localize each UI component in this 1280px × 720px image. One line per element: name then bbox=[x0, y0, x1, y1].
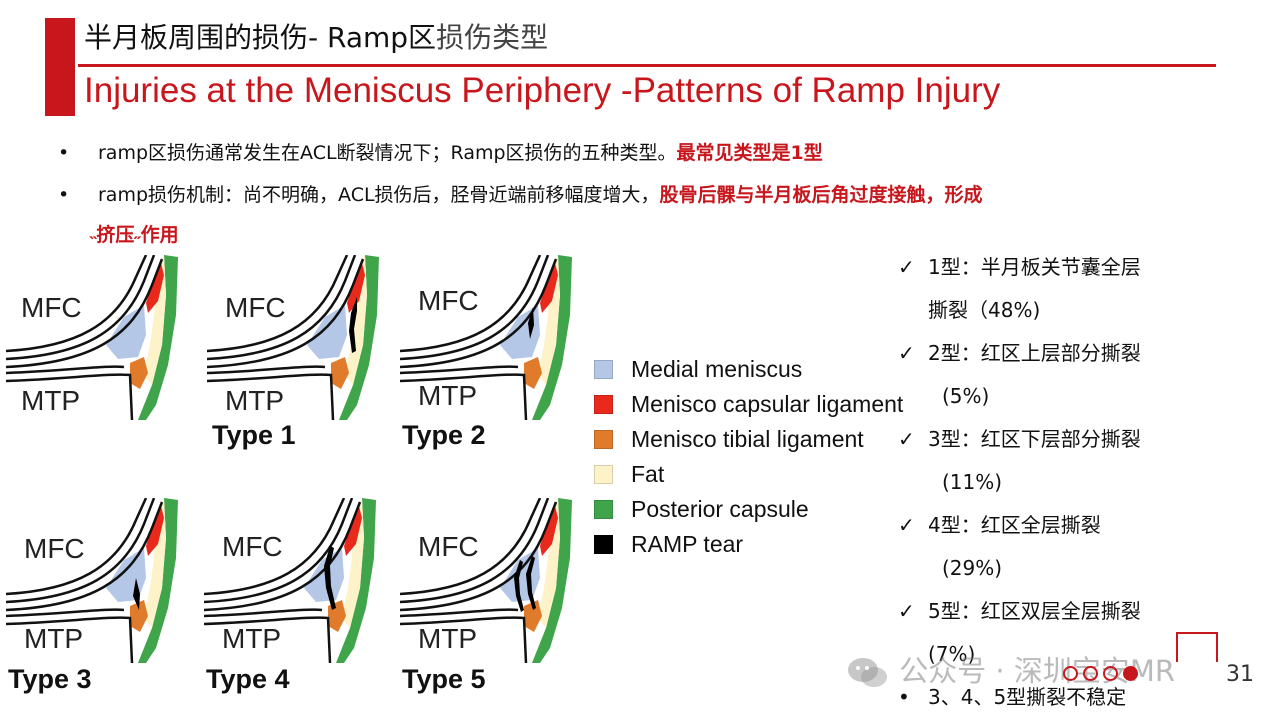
bullet-2-highlight: 股骨后髁与半月板后角过度接触，形成 bbox=[659, 184, 983, 206]
diagram-6-mtp-label: MTP bbox=[418, 623, 477, 654]
type-2-cont: (5%) bbox=[942, 384, 990, 408]
type-4-cont: (29%) bbox=[942, 556, 1003, 580]
legend-item-ramp-tear: RAMP tear bbox=[594, 527, 903, 562]
diagram-type-4: MFC MTP bbox=[204, 498, 376, 663]
type-1-label: Type 1 bbox=[212, 420, 296, 450]
type-1-desc: 1型：半月板关节囊全层 bbox=[928, 255, 1141, 279]
bullet-1-highlight: 最常见类型是1型 bbox=[676, 142, 823, 164]
type-4-desc: 4型：红区全层撕裂 bbox=[928, 513, 1101, 537]
diagram-unlabeled: MFC MTP bbox=[6, 255, 178, 420]
type-5-label: Type 5 bbox=[402, 664, 486, 694]
diagram-3-mfc-label: MFC bbox=[418, 285, 479, 316]
legend-label: Menisco capsular ligament bbox=[631, 391, 904, 417]
legend-item-posterior-capsule: Posterior capsule bbox=[594, 492, 903, 527]
bullet-item-2: ramp损伤机制：尚不明确，ACL损伤后，胫骨近端前移幅度增大，股骨后髁与半月板… bbox=[58, 174, 1228, 254]
diagram-type-5: MFC MTP bbox=[400, 498, 572, 663]
wechat-icon bbox=[848, 658, 887, 687]
diagram-type-1: MFC MTP bbox=[207, 255, 379, 420]
type-2-label: Type 2 bbox=[402, 420, 486, 450]
legend-swatch bbox=[594, 395, 613, 414]
diagram-5-mtp-label: MTP bbox=[222, 623, 281, 654]
type-2-line: ✓ 2型：红区上层部分撕裂 bbox=[898, 332, 1228, 375]
diagram-type-3: MFC MTP bbox=[6, 498, 178, 663]
nav-dot-active bbox=[1123, 666, 1138, 681]
title-divider bbox=[78, 64, 1216, 67]
nav-dot bbox=[1063, 666, 1078, 681]
check-icon: ✓ bbox=[898, 513, 915, 537]
nav-dot bbox=[1103, 666, 1118, 681]
slide-nav-dots bbox=[1063, 666, 1138, 681]
check-icon: ✓ bbox=[898, 427, 915, 451]
diagram-1-mfc-label: MFC bbox=[21, 292, 82, 323]
instability-note: • 3、4、5型撕裂不稳定 bbox=[898, 676, 1228, 719]
legend-swatch bbox=[594, 430, 613, 449]
legend-label: RAMP tear bbox=[631, 531, 744, 557]
diagram-type-2: MFC MTP bbox=[400, 255, 572, 420]
check-icon: ✓ bbox=[898, 599, 915, 623]
type-3-cont: (11%) bbox=[942, 470, 1003, 494]
type-1-line: ✓ 1型：半月板关节囊全层 bbox=[898, 246, 1228, 289]
diagram-2-mtp-label: MTP bbox=[225, 385, 284, 416]
check-icon: ✓ bbox=[898, 255, 915, 279]
legend-swatch bbox=[594, 500, 613, 519]
type-4-line: ✓ 4型：红区全层撕裂 bbox=[898, 504, 1228, 547]
legend-item-menisco-capsular: Menisco capsular ligament bbox=[594, 387, 903, 422]
ramp-tear-mark bbox=[528, 307, 534, 339]
nav-dot bbox=[1083, 666, 1098, 681]
title-cn-main: 半月板周围的损伤- Ramp区 bbox=[84, 21, 437, 54]
legend-item-menisco-tibial: Menisco tibial ligament bbox=[594, 422, 903, 457]
legend-label: Posterior capsule bbox=[631, 496, 809, 522]
legend-swatch bbox=[594, 360, 613, 379]
type-5-desc: 5型：红区双层全层撕裂 bbox=[928, 599, 1141, 623]
bullet-list: ramp区损伤通常发生在ACL断裂情况下；Ramp区损伤的五种类型。最常见类型是… bbox=[58, 132, 1228, 254]
bullet-item-1: ramp区损伤通常发生在ACL断裂情况下；Ramp区损伤的五种类型。最常见类型是… bbox=[58, 132, 1228, 174]
legend-label: Fat bbox=[631, 461, 665, 487]
type-3-desc: 3型：红区下层部分撕裂 bbox=[928, 427, 1141, 451]
type-3-line: ✓ 3型：红区下层部分撕裂 bbox=[898, 418, 1228, 461]
bullet-dot: • bbox=[898, 685, 910, 709]
ramp-type-list: ✓ 1型：半月板关节囊全层 撕裂（48%) ✓ 2型：红区上层部分撕裂 (5%) ✓… bbox=[898, 246, 1228, 719]
ramp-tear-mark bbox=[324, 546, 336, 610]
legend-swatch bbox=[594, 465, 613, 484]
bullet-2-highlight-cont: ˵挤压˶作用 bbox=[90, 224, 179, 246]
type-2-desc: 2型：红区上层部分撕裂 bbox=[928, 341, 1141, 365]
page-number: 31 bbox=[1226, 662, 1254, 687]
header-accent-bar bbox=[45, 18, 75, 116]
slide-title-english: Injuries at the Meniscus Periphery -Patt… bbox=[84, 71, 1001, 110]
legend-label: Medial meniscus bbox=[631, 356, 803, 382]
type-1-cont: 撕裂（48%) bbox=[928, 298, 1041, 322]
diagram-5-mfc-label: MFC bbox=[222, 531, 283, 562]
diagram-3-mtp-label: MTP bbox=[418, 380, 477, 411]
bullet-1-text: ramp区损伤通常发生在ACL断裂情况下；Ramp区损伤的五种类型。 bbox=[98, 142, 677, 164]
bullet-2-text: ramp损伤机制：尚不明确，ACL损伤后，胫骨近端前移幅度增大， bbox=[98, 184, 660, 206]
legend-swatch bbox=[594, 535, 613, 554]
type-5-cont: (7%) bbox=[928, 642, 976, 666]
title-cn-rest: 损伤类型 bbox=[436, 21, 549, 54]
instability-note-text: 3、4、5型撕裂不稳定 bbox=[928, 685, 1127, 709]
ramp-tear-mark bbox=[133, 578, 140, 610]
type-5-line: ✓ 5型：红区双层全层撕裂 bbox=[898, 590, 1228, 633]
legend-item-medial-meniscus: Medial meniscus bbox=[594, 352, 903, 387]
page-number-frame bbox=[1176, 632, 1218, 662]
legend-label: Menisco tibial ligament bbox=[631, 426, 864, 452]
diagram-4-mtp-label: MTP bbox=[24, 623, 83, 654]
slide-title-chinese: 半月板周围的损伤- Ramp区损伤类型 bbox=[84, 18, 548, 58]
ramp-tear-mark bbox=[349, 297, 357, 353]
type-3-label: Type 3 bbox=[8, 664, 92, 694]
type-4-label: Type 4 bbox=[206, 664, 290, 694]
ramp-tear-mark bbox=[514, 560, 524, 612]
diagram-6-mfc-label: MFC bbox=[418, 531, 479, 562]
check-icon: ✓ bbox=[898, 341, 915, 365]
diagram-2-mfc-label: MFC bbox=[225, 292, 286, 323]
diagram-1-mtp-label: MTP bbox=[21, 385, 80, 416]
ramp-tear-mark-second bbox=[526, 556, 536, 610]
diagram-4-mfc-label: MFC bbox=[24, 533, 85, 564]
legend-item-fat: Fat bbox=[594, 457, 903, 492]
legend: Medial meniscus Menisco capsular ligamen… bbox=[594, 352, 903, 562]
